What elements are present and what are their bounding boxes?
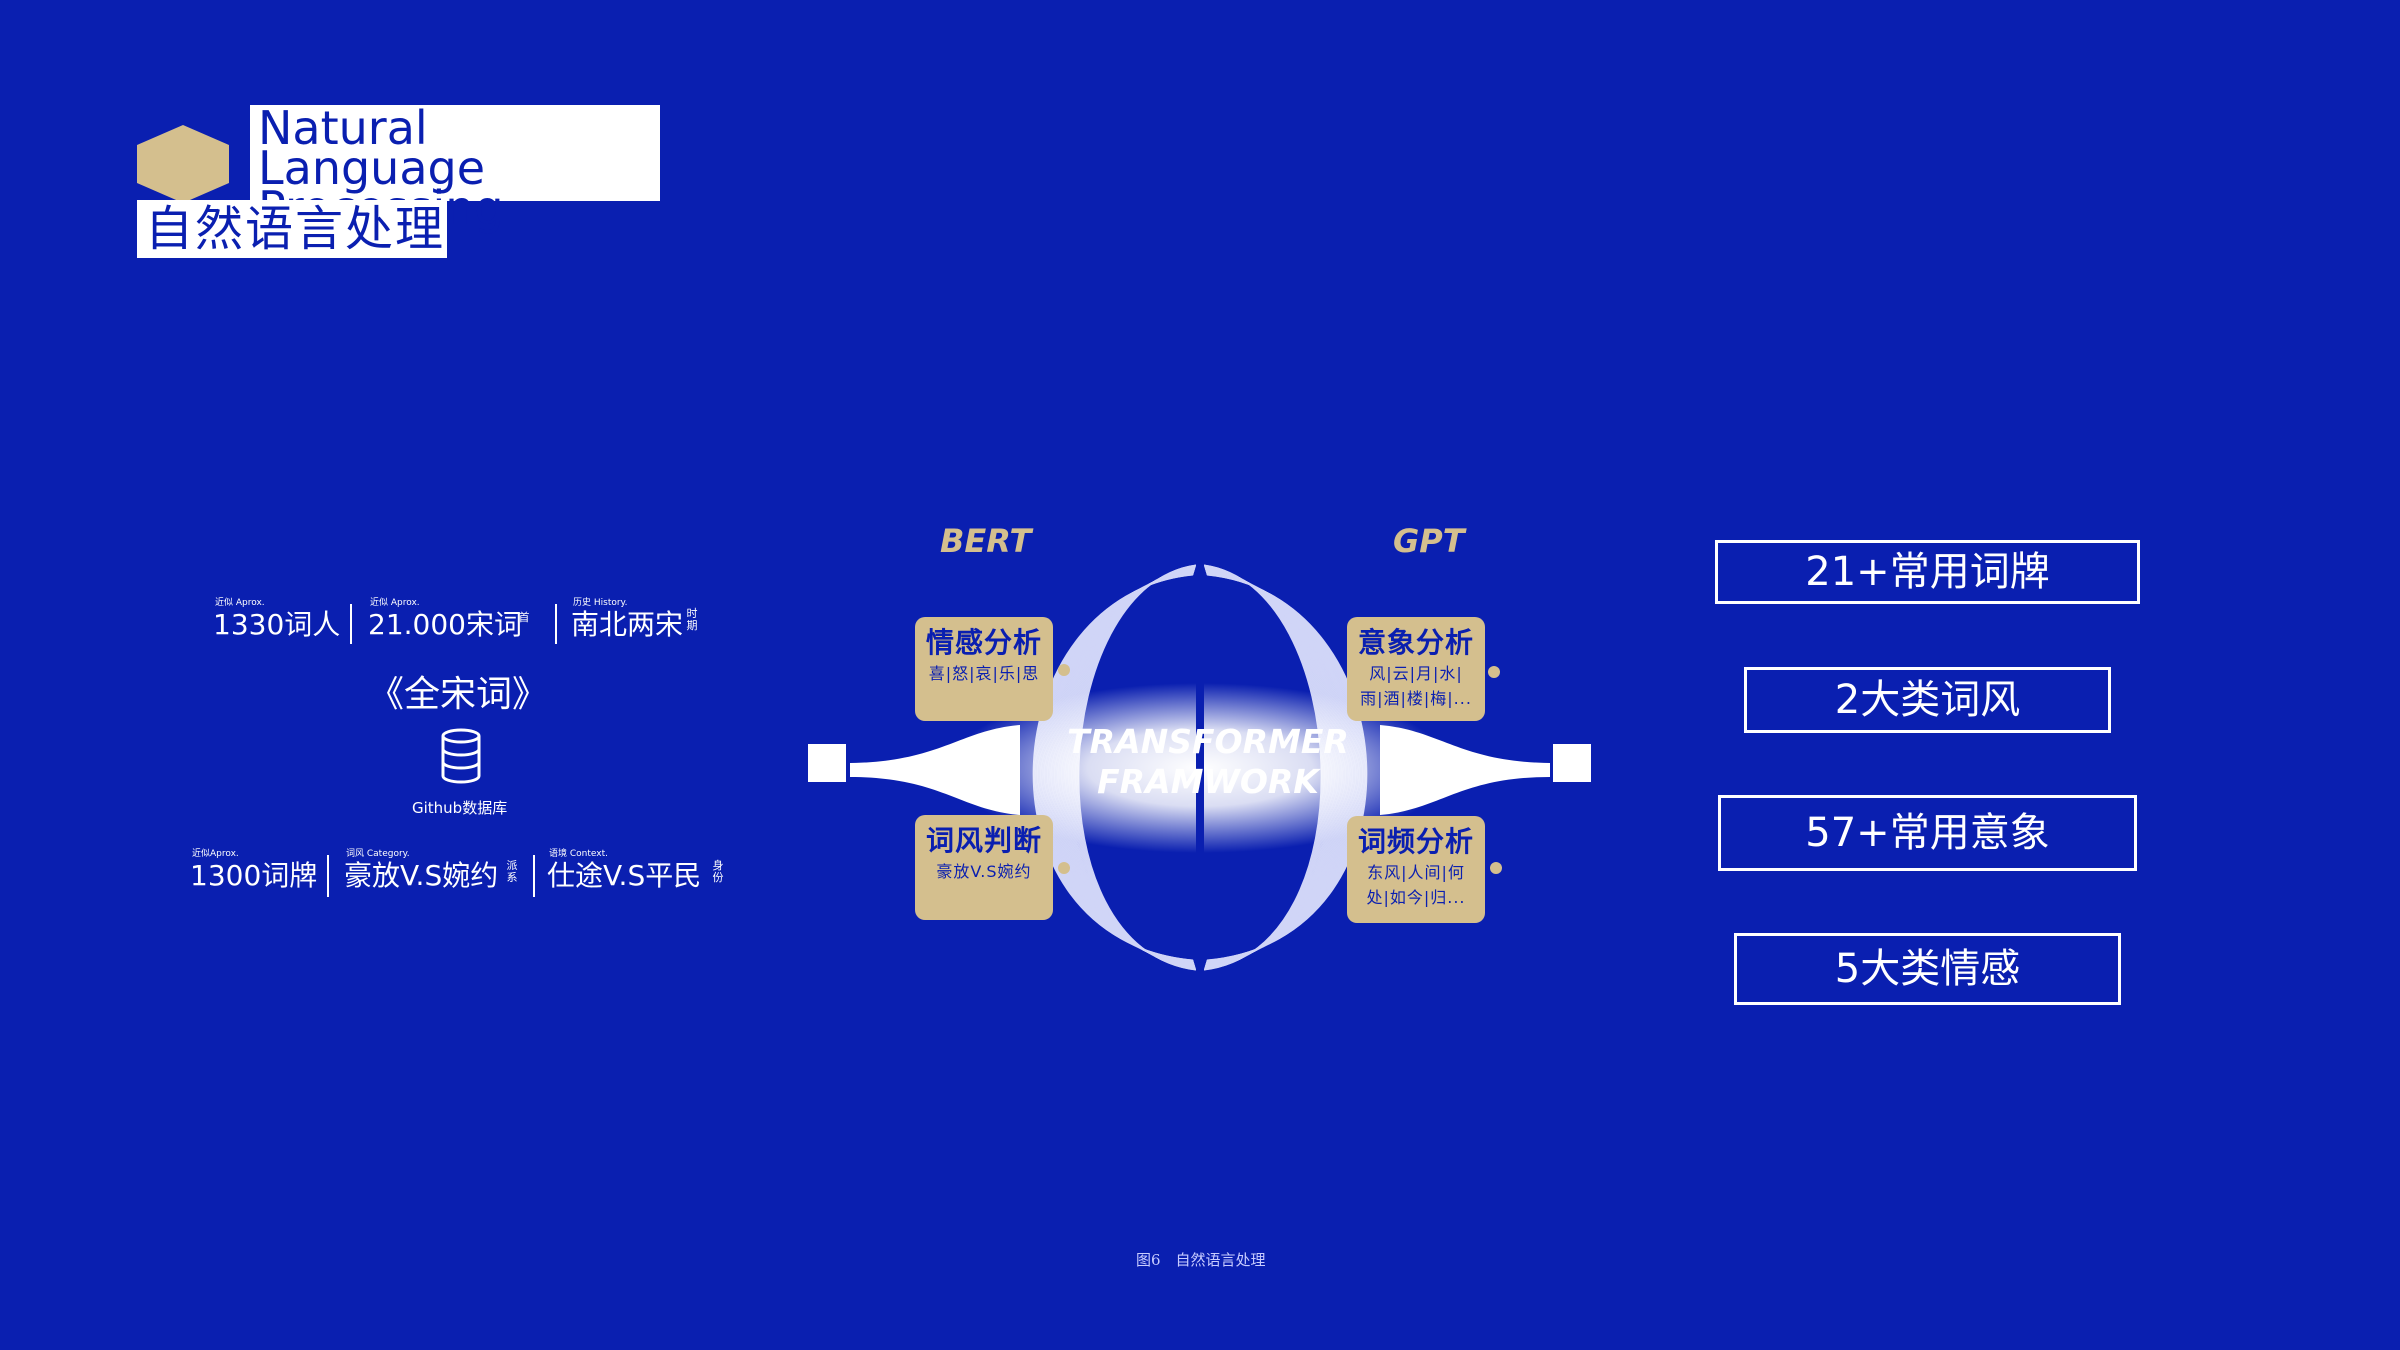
figure-caption: 图6 自然语言处理 <box>1136 1251 1266 1269</box>
card-title: 意象分析 <box>1357 626 1474 659</box>
stat-bottom-1-label: 近似Aprox. <box>192 849 239 859</box>
title-en-background <box>250 105 660 201</box>
stat-top-3-label: 历史 History. <box>573 598 628 608</box>
stat-top-1-label: 近似 Aprox. <box>215 598 265 608</box>
card-title: 词风判断 <box>925 824 1042 857</box>
database-label: Github数据库 <box>412 799 508 817</box>
stat-bottom-3-value: 仕途V.S平民 <box>547 859 702 892</box>
database-icon <box>441 728 481 784</box>
stat-divider <box>555 604 557 644</box>
connector-dot <box>1488 666 1500 678</box>
stat-divider <box>327 855 329 897</box>
card-subtitle: 喜|怒|哀|乐|思 <box>928 664 1040 683</box>
title-zh-background <box>137 200 447 258</box>
card-subtitle: 风|云|月|水| 雨|酒|楼|梅|... <box>1360 664 1472 708</box>
hexagon-logo-icon <box>137 125 229 203</box>
stat-top-2-label: 近似 Aprox. <box>370 598 420 608</box>
card-title: 情感分析 <box>925 626 1042 659</box>
stat-top-3-value: 南北两宋 <box>571 608 684 641</box>
stat-top-3-unit: 时 期 <box>686 607 698 632</box>
stat-top-1-value: 1330词人 <box>213 608 341 641</box>
transformer-label: TRANSFORMER FRAMWORK <box>1067 722 1349 801</box>
bert-label: BERT <box>940 522 1032 560</box>
stat-bottom-3-unit: 身 份 <box>712 859 724 884</box>
anthology-title: 《全宋词》 <box>368 674 549 715</box>
card-subtitle: 东风|人间|何 处|如今|归... <box>1366 863 1466 907</box>
stat-bottom-2-value: 豪放V.S婉约 <box>344 859 499 892</box>
stat-divider <box>350 604 352 644</box>
card-title: 词频分析 <box>1357 825 1474 858</box>
connector-dot <box>1490 862 1502 874</box>
transformer-diagram <box>850 564 1550 971</box>
stat-top-2-value: 21.000宋词 <box>368 608 522 641</box>
title-chinese: 自然语言处理 <box>145 201 446 257</box>
input-node <box>808 744 846 782</box>
connector-dot <box>1058 664 1070 676</box>
stat-box-styles: 2大类词风 <box>1744 667 2111 733</box>
stat-bottom-3-label: 语境 Context. <box>549 849 608 859</box>
card-sentiment-analysis: 情感分析 喜|怒|哀|乐|思 <box>915 617 1053 721</box>
card-frequency-analysis: 词频分析 东风|人间|何 处|如今|归... <box>1347 816 1485 923</box>
card-style-classification: 词风判断 豪放V.S婉约 <box>915 815 1053 920</box>
card-subtitle: 豪放V.S婉约 <box>936 862 1032 881</box>
stat-box-tune-names: 21+常用词牌 <box>1715 540 2140 604</box>
card-imagery-analysis: 意象分析 风|云|月|水| 雨|酒|楼|梅|... <box>1347 617 1485 721</box>
stat-box-imagery: 57+常用意象 <box>1718 795 2137 871</box>
stat-top-2-unit: 首 <box>518 611 530 624</box>
stat-bottom-2-label: 词风 Category. <box>346 849 410 859</box>
stat-bottom-1-value: 1300词牌 <box>190 859 318 892</box>
output-node <box>1553 744 1591 782</box>
connector-dot <box>1058 862 1070 874</box>
stat-bottom-2-unit: 派 系 <box>506 859 518 884</box>
stat-divider <box>533 855 535 897</box>
stat-box-emotions: 5大类情感 <box>1734 933 2121 1005</box>
gpt-label: GPT <box>1393 522 1465 560</box>
